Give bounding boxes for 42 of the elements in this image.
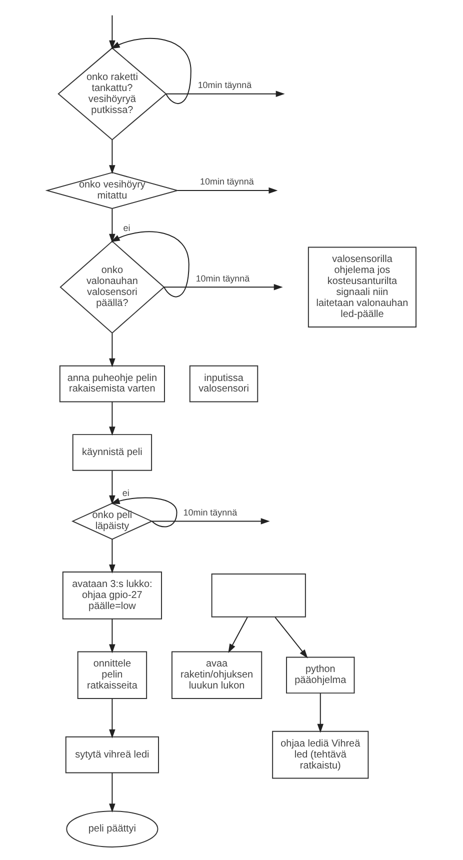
arrow [109, 401, 116, 436]
arrow [109, 208, 116, 243]
node-box: onnittele pelin ratkaisseita [77, 651, 148, 700]
arrow [109, 139, 116, 174]
arrow [228, 616, 248, 653]
arrow [110, 38, 192, 104]
edge-label: 10min täynnä [183, 507, 238, 518]
arrow [109, 772, 116, 813]
arrow [110, 231, 190, 298]
edge-label: ei [123, 223, 130, 234]
arrow [110, 497, 178, 528]
arrow [109, 538, 116, 574]
arrow [109, 618, 116, 654]
node-box: sytytä vihreä ledi [65, 736, 160, 774]
node-box: anna puheohje pelin rakaisemista varten [59, 365, 165, 402]
arrow [109, 332, 116, 368]
arrow [109, 470, 116, 504]
edge-label: 10min täynnä [200, 176, 254, 187]
node-box: inputissa valosensori [189, 365, 258, 402]
arrow [109, 14, 120, 50]
edge-label: ei [122, 488, 130, 498]
node-diamond: onko valonauhan valosensori päällä? [60, 240, 165, 334]
arrow [177, 187, 278, 194]
edge-label: 10min täynnä [196, 273, 250, 284]
node-diamond: onko vesihöyry mitattu [45, 172, 180, 209]
node-ellipse: peli päättyi [66, 810, 158, 848]
node-box: käynnistä peli [72, 434, 152, 471]
arrow [109, 698, 116, 738]
node-diamond: onko raketti tankattu? vesihöyryä putkissa? [58, 47, 167, 140]
node-box: avaa raketin/ohjuksen luukun lukon [171, 651, 262, 700]
arrow [151, 518, 270, 524]
arrow [166, 90, 285, 98]
node-box: python pääohjelma [286, 656, 355, 694]
node-box [211, 574, 306, 618]
arrow [274, 616, 308, 658]
node-box: ohjaa lediä Vihreä led (tehtävä ratkaistu) [272, 730, 369, 779]
arrow [317, 692, 324, 733]
node-diamond: onko peli läpäisty [71, 502, 153, 540]
node-box: avataan 3:s lukko: ohjaa gpio-27 päälle=low [62, 572, 162, 620]
edge-label: 10min täynnä [198, 80, 252, 90]
arrow [164, 284, 283, 290]
node-box: valosensorilla ohjelema jos kosteusanturilta signaali niin laitetaan valonauhan led-päälle [308, 246, 417, 328]
